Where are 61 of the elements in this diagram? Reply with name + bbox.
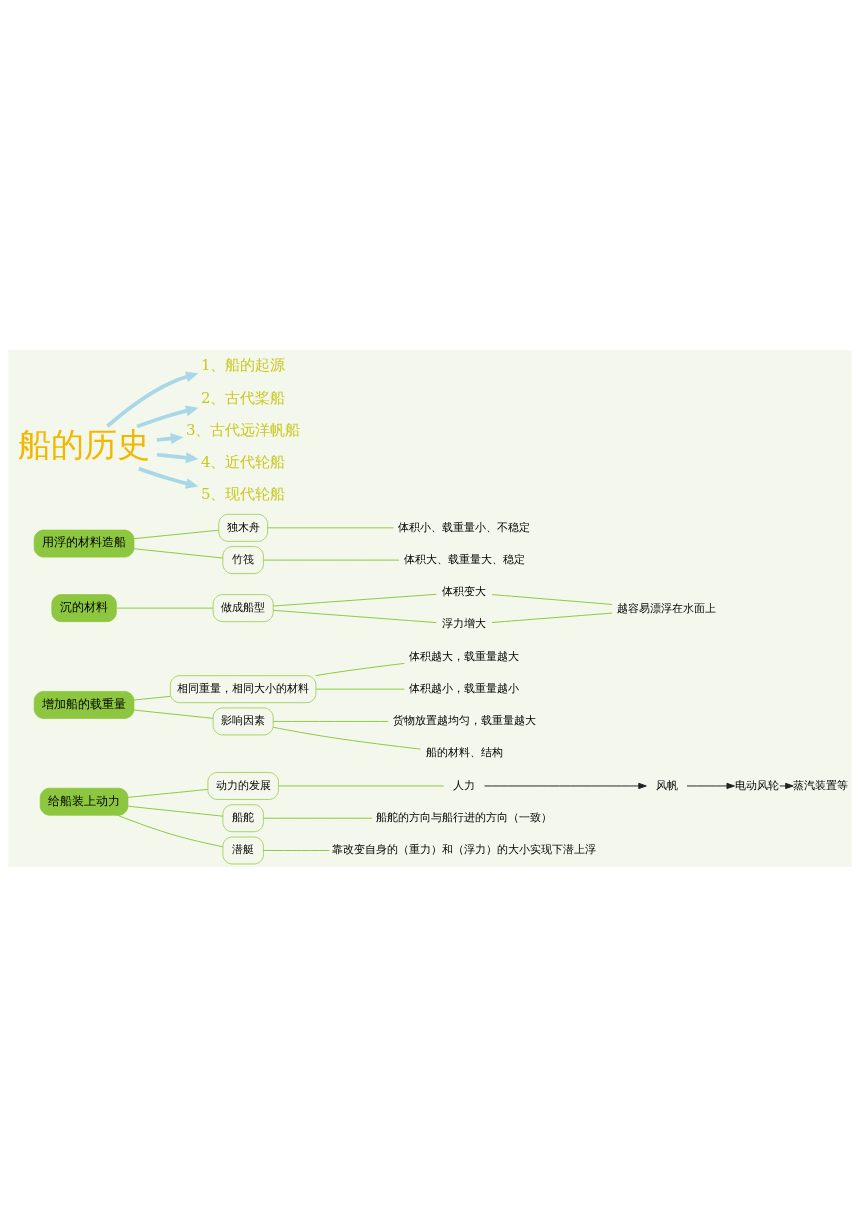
node-text: 风帆 xyxy=(655,778,678,791)
arrow xyxy=(779,782,794,789)
node-text: 体积小、载重量小、不稳定 xyxy=(398,520,531,533)
node-box: 给船装上动力 xyxy=(39,787,129,816)
connector xyxy=(116,607,214,609)
node-text: 体积越大，载重量越大 xyxy=(409,649,520,662)
node-text: 体积越小，载重量越小 xyxy=(409,681,520,694)
connector xyxy=(277,784,445,786)
node-text: 蒸汽装置等 xyxy=(793,778,849,791)
connector xyxy=(272,720,389,722)
connector xyxy=(315,688,405,690)
node-text: 4、近代轮船 xyxy=(200,452,286,471)
connector xyxy=(133,529,220,539)
connector xyxy=(315,662,405,676)
connector xyxy=(267,526,395,528)
connector xyxy=(263,817,373,819)
connector xyxy=(263,559,400,561)
node-text: 货物放置越均匀，载重量越大 xyxy=(392,713,536,726)
node-box: 潜艇 xyxy=(222,836,264,864)
connector xyxy=(491,593,613,605)
connector xyxy=(272,726,421,750)
node-box: 竹筏 xyxy=(222,545,264,574)
node-box: 沉的材料 xyxy=(51,593,117,622)
node-box: 做成船型 xyxy=(212,593,274,622)
node-text: 靠改变自身的（重力）和（浮力）的大小实现下潜上浮 xyxy=(332,842,597,855)
connector xyxy=(263,849,330,851)
connector xyxy=(272,609,437,623)
connector xyxy=(133,547,224,559)
node-box: 动力的发展 xyxy=(207,771,279,800)
node-text: 5、现代轮船 xyxy=(200,484,286,503)
node-text: 越容易漂浮在水面上 xyxy=(617,601,717,614)
connector xyxy=(133,695,171,700)
node-text: 船的材料、结构 xyxy=(425,745,503,758)
arrow xyxy=(156,451,199,463)
arrow xyxy=(686,782,735,789)
connector xyxy=(272,593,437,606)
node-box: 增加船的载重量 xyxy=(33,690,135,719)
node-text: 人力 xyxy=(453,778,476,791)
arrow xyxy=(484,782,647,789)
node-text: 船舵的方向与船行进的方向（一致） xyxy=(376,810,553,823)
node-box: 用浮的材料造船 xyxy=(33,529,135,557)
node-box: 影响因素 xyxy=(212,707,274,735)
node-box: 相同重量，相同大小的材料 xyxy=(170,674,317,703)
node-box: 船舵 xyxy=(222,803,264,832)
node-box: 独木舟 xyxy=(218,513,268,542)
connector xyxy=(133,709,214,719)
node-text: 1、船的起源 xyxy=(200,355,286,374)
connector xyxy=(117,814,224,847)
node-text: 体积大、载重量大、稳定 xyxy=(403,552,525,565)
node-text: 体积变大 xyxy=(442,584,487,597)
node-text: 浮力增大 xyxy=(442,616,487,629)
connector xyxy=(491,612,613,623)
connector xyxy=(127,788,209,798)
node-text: 电动风轮 xyxy=(735,778,780,791)
connector xyxy=(127,805,224,817)
arrow xyxy=(136,405,199,428)
node-text: 3、古代远洋帆船 xyxy=(185,420,301,439)
node-text: 船的历史 xyxy=(18,424,151,464)
arrow xyxy=(138,466,199,489)
node-text: 2、古代桨船 xyxy=(200,388,286,407)
arrow xyxy=(106,371,199,428)
